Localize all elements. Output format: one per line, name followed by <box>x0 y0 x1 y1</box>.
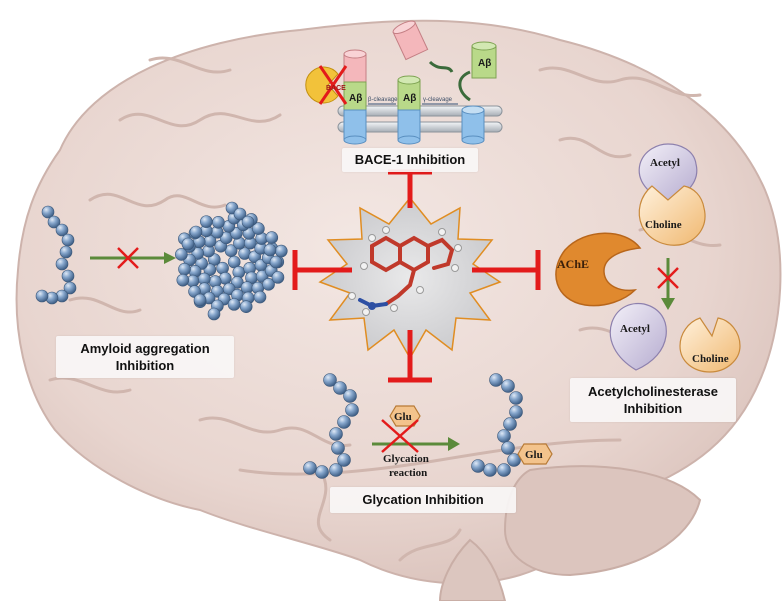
ache-enzyme <box>555 232 642 307</box>
bead <box>59 245 73 259</box>
bead <box>178 262 191 276</box>
monomer-chain <box>35 205 77 305</box>
bead <box>253 290 267 304</box>
aggregate-cluster <box>175 201 288 321</box>
brain-stem <box>438 538 507 601</box>
protein-chain-left <box>303 373 359 479</box>
bead <box>175 248 188 261</box>
bace-enzyme <box>305 65 348 105</box>
bead <box>35 289 49 303</box>
central-compound <box>318 196 502 360</box>
app-cylinder-3 <box>461 105 485 145</box>
bead <box>55 223 69 237</box>
bead <box>337 453 351 467</box>
hydrolysis-blocked-mark <box>657 267 679 289</box>
released-fragment <box>392 20 429 61</box>
aggregation-blocked-mark <box>117 247 139 269</box>
bead <box>497 463 511 477</box>
bead <box>323 373 337 387</box>
inhibition-bar-top <box>388 169 432 208</box>
bead <box>181 237 195 251</box>
acetyl-drop-bottom <box>609 302 667 371</box>
bead <box>471 459 485 473</box>
bead <box>63 281 77 295</box>
bead <box>483 463 497 477</box>
glycation-arrowhead <box>448 437 460 451</box>
bead <box>329 427 343 441</box>
glycation-caption: Glycation Inhibition <box>330 487 516 513</box>
glu-hexagon-reactant <box>381 405 421 453</box>
bead <box>200 215 213 228</box>
choline-pac-top <box>638 185 706 246</box>
app-cylinder-1 <box>343 49 367 145</box>
ache-caption: Acetylcholinesterase Inhibition <box>570 378 736 422</box>
bead <box>241 215 255 229</box>
bead <box>252 222 265 235</box>
bead <box>315 465 329 479</box>
bead <box>47 215 61 229</box>
molecule-atoms <box>348 226 462 316</box>
protein-chain-right <box>471 373 523 477</box>
amyloid-title-line1: Amyloid aggregation <box>80 341 210 356</box>
amyloid-illustration <box>35 201 288 321</box>
bead <box>337 415 351 429</box>
linker-curve <box>428 60 454 73</box>
bead <box>509 405 523 419</box>
aggregation-arrowhead <box>164 252 176 264</box>
ache-title-line1: Acetylcholinesterase <box>587 384 719 399</box>
glycation-title: Glycation Inhibition <box>362 492 484 507</box>
bead <box>501 441 515 455</box>
bead <box>489 373 503 387</box>
bead <box>271 271 285 284</box>
bead <box>193 293 207 307</box>
bead <box>262 278 275 291</box>
inhibition-bar-bottom <box>388 330 432 383</box>
hydrolysis-arrowhead <box>661 298 675 310</box>
nitrogen-atom <box>368 302 376 310</box>
bead <box>333 381 347 395</box>
bead <box>263 243 277 257</box>
bead <box>189 225 203 239</box>
bead <box>331 441 345 455</box>
bead <box>61 233 75 247</box>
app-cylinder-2 <box>397 75 421 145</box>
inhibition-bars <box>292 169 541 383</box>
bead <box>227 298 241 311</box>
amyloid-title-line2: Inhibition <box>115 358 175 373</box>
bead <box>343 389 357 403</box>
ache-illustration: AChE Acetyl Choline Acetyl Choline <box>555 143 741 373</box>
bead <box>176 273 190 287</box>
bead <box>501 379 515 393</box>
released-abeta <box>458 41 497 102</box>
bead <box>497 429 511 443</box>
choline-pac-bottom <box>679 317 741 373</box>
bead <box>212 216 225 229</box>
bead <box>41 205 55 219</box>
ache-title-line2: Inhibition <box>623 401 683 416</box>
bead <box>61 269 75 283</box>
bead <box>239 300 253 313</box>
glu-hexagon-product <box>517 443 553 465</box>
bead <box>507 453 521 467</box>
bead <box>274 244 288 258</box>
acetyl-drop-top <box>638 143 698 201</box>
bead <box>503 417 517 431</box>
bead <box>207 307 221 321</box>
bead <box>345 403 359 417</box>
amyloid-caption: Amyloid aggregation Inhibition <box>56 336 234 378</box>
bead <box>265 231 279 244</box>
cerebellum <box>503 465 702 577</box>
bead <box>509 391 523 405</box>
molecule-model <box>358 235 455 308</box>
bead <box>233 207 247 221</box>
inhibition-bar-left <box>292 250 352 290</box>
bead <box>303 461 317 475</box>
bead <box>55 257 69 271</box>
bace-caption: BACE-1 Inhibition <box>342 148 478 172</box>
bead <box>329 463 343 477</box>
inhibition-bar-right <box>472 250 541 290</box>
bace-title: BACE-1 Inhibition <box>354 152 466 167</box>
bead <box>269 255 283 269</box>
